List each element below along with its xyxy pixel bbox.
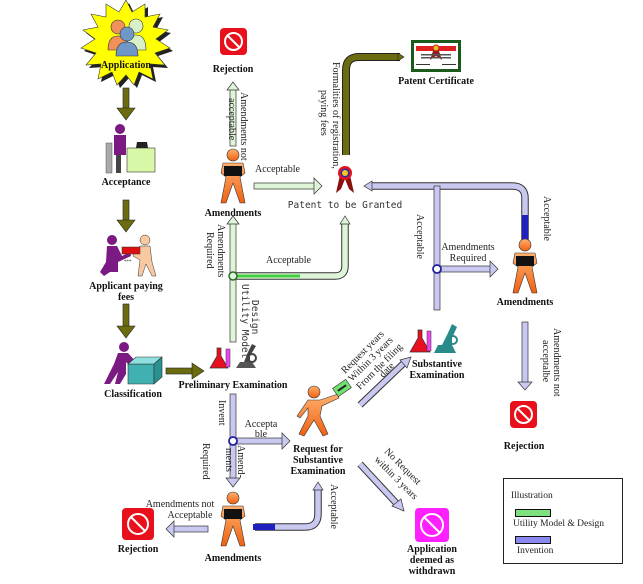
legend-label-utility-design: Utility Model & Design [513, 519, 605, 529]
node-amendments-top: Amendments [205, 208, 262, 219]
arrow-acceptance-to-fees [116, 199, 136, 233]
legend-swatch-invention [515, 536, 551, 544]
edge-not-acceptable-right-2: acceptalbe [540, 340, 551, 383]
edge-acceptable-request-2: ble [255, 429, 268, 440]
edge-acceptable-top: Acceptable [255, 164, 301, 175]
edge-not-acceptable-top-1: Amendments not [238, 92, 249, 161]
amendments-person-icon-right [512, 238, 538, 294]
granted-ribbon-icon [336, 166, 354, 193]
node-patent-to-be-granted: Patent to be Granted [288, 200, 402, 211]
edge-not-acceptable-top-2: acceptable [226, 98, 237, 141]
node-patent-certificate: Patent Certificate [398, 76, 474, 87]
edge-amend-3: Required [200, 443, 211, 480]
edge-not-acceptable-bottom-2: Acceptable [168, 510, 214, 521]
green-paths [226, 81, 351, 343]
node-request-line1: Request for [293, 444, 343, 455]
node-rejection-top: Rejection [213, 64, 254, 75]
node-application: Application [101, 60, 151, 71]
node-rejection-bottom: Rejection [118, 544, 159, 555]
node-withdrawn-line1: Application [407, 544, 457, 555]
node-substantive-line1: Substantive [412, 359, 463, 370]
edge-acceptable-request-1: Accepta [245, 419, 278, 430]
edge-acceptable-right-vertical: Acceptable [414, 214, 425, 260]
node-request-line3: Examination [290, 466, 345, 477]
blue-paths [165, 180, 533, 538]
edge-labels: Amendments not acceptable Acceptable For… [146, 62, 562, 530]
edge-not-acceptable-right-1: Amendments not [551, 328, 562, 397]
edge-amend-required-right-2: Required [450, 253, 487, 264]
rejection-icon-bottom [122, 508, 154, 540]
edge-acceptable-mid: Acceptable [266, 255, 312, 266]
svg-text:***: *** [124, 260, 132, 265]
preliminary-lab-icon [209, 344, 257, 369]
edge-design: Design [249, 300, 260, 334]
edge-amend-required-left-2: Required [204, 232, 215, 269]
node-substantive-line2: Examination [409, 370, 464, 381]
edge-acceptable-bottom: Acceptable [328, 484, 339, 530]
amendments-person-icon-bottom [220, 491, 246, 547]
withdrawn-icon [415, 508, 449, 542]
node-acceptance: Acceptance [102, 177, 151, 188]
arrow-granted-to-certificate [342, 52, 405, 155]
olive-arrows [116, 52, 405, 380]
amendments-person-icon-top [220, 148, 246, 204]
paying-fees-icon: *** [100, 234, 157, 277]
application-starburst-icon [80, 0, 173, 88]
node-amendments-bottom: Amendments [205, 553, 262, 564]
rejection-icon-top [220, 28, 247, 55]
substantive-lab-icon [409, 324, 458, 353]
node-paying-fees-line2: fees [118, 292, 134, 303]
node-labels: Application Acceptance Applicant paying … [89, 60, 553, 577]
arrow-application-to-acceptance [116, 87, 136, 121]
node-request-line2: Substantive [293, 455, 344, 466]
legend-swatch-utility-design [515, 509, 551, 517]
legend-title: Illustration [511, 491, 553, 501]
edge-utility-model: Utility Model [239, 284, 250, 358]
node-preliminary-examination: Preliminary Examination [179, 380, 288, 391]
edge-amend-1: Amend- [235, 445, 246, 478]
edge-formalities-1: Formalities of registration, [330, 62, 341, 169]
edge-acceptable-right-top: Acceptable [541, 196, 552, 242]
edge-invent: Invent [216, 400, 227, 426]
legend-label-invention: Invention [517, 546, 554, 556]
edge-formalities-2: paying fees [318, 90, 329, 136]
node-withdrawn-line3: withdrawn [409, 566, 456, 577]
acceptance-clerk-icon [105, 124, 156, 174]
edge-amend-2: ments [223, 448, 234, 472]
arrow-classification-to-preliminary [165, 362, 205, 380]
node-classification: Classification [104, 389, 162, 400]
edge-amend-required-left-1: Amendments [215, 224, 226, 277]
edge-amend-required-right-1: Amendments [441, 242, 494, 253]
node-rejection-right: Rejection [504, 441, 545, 452]
legend: Illustration Utility Model & Design Inve… [503, 478, 623, 564]
rejection-icon-right [510, 401, 537, 428]
patent-certificate-icon [411, 40, 461, 72]
classification-box-icon [104, 342, 163, 385]
node-amendments-right: Amendments [497, 297, 554, 308]
edge-not-acceptable-bottom-1: Amendments not [146, 499, 215, 510]
node-paying-fees-line1: Applicant paying [89, 281, 163, 292]
arrow-fees-to-classification [116, 303, 136, 339]
request-person-icon [296, 378, 352, 437]
node-withdrawn-line2: deemed as [410, 555, 454, 566]
